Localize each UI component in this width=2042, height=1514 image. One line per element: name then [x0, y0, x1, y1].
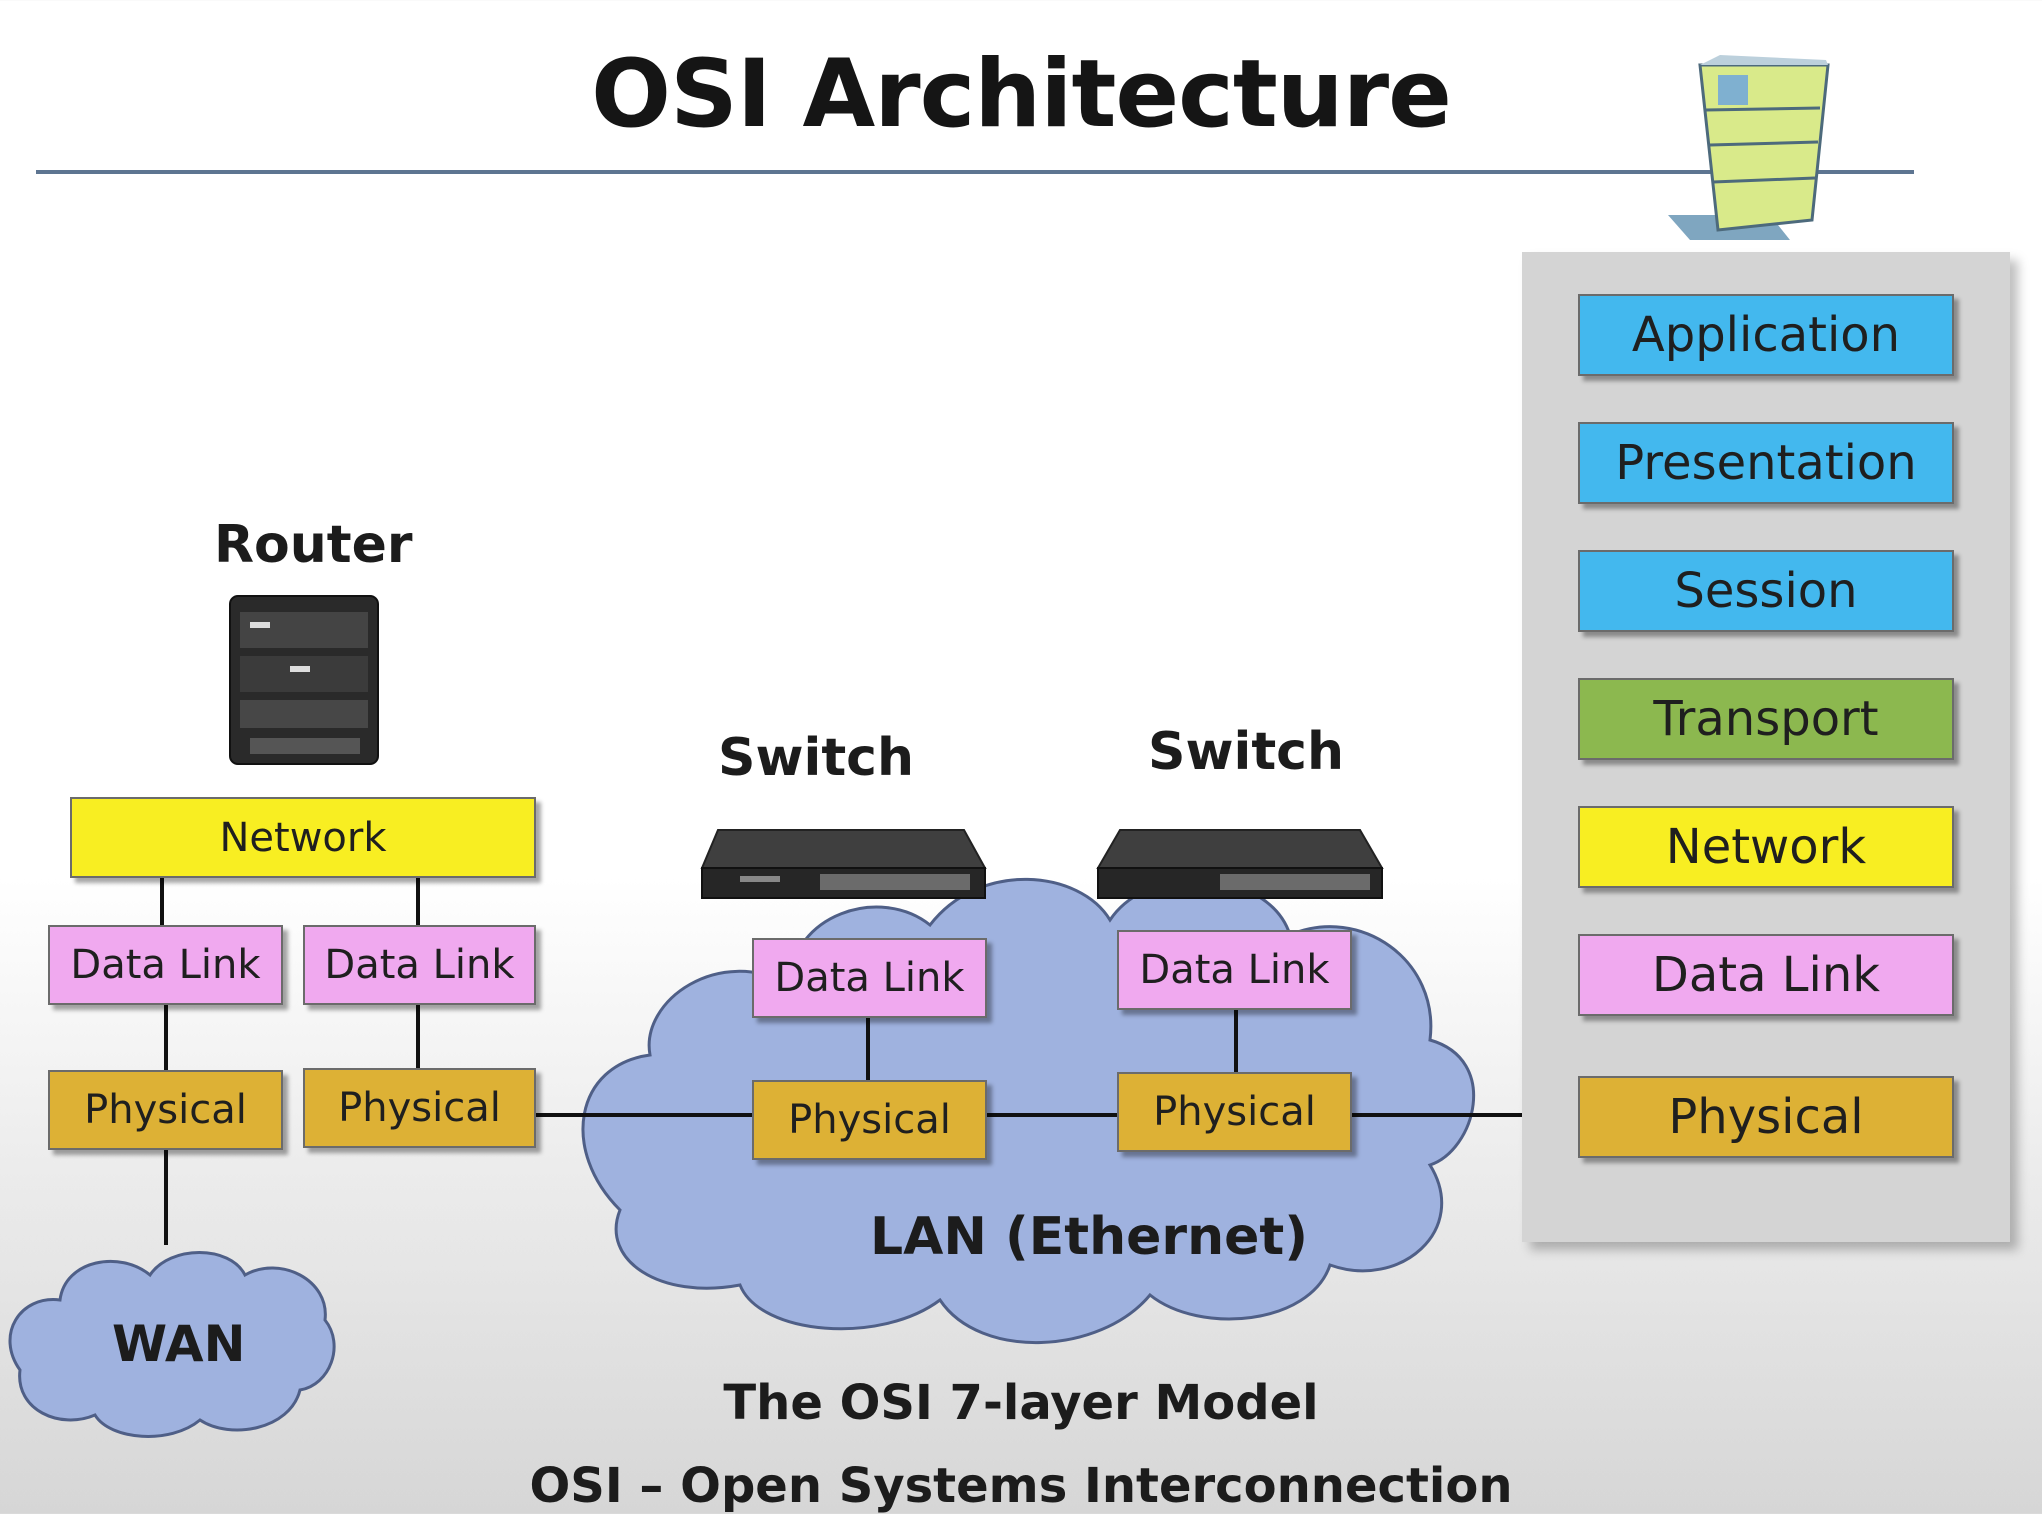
host-network-layer: Network	[1578, 806, 1954, 888]
title-underline	[36, 170, 1914, 174]
server-tower-icon	[1668, 55, 1830, 240]
switch2-heading: Switch	[1148, 722, 1345, 782]
switch-connectors	[866, 1007, 1238, 1085]
host-application-layer: Application	[1578, 294, 1954, 376]
switch2-physical-layer: Physical	[1117, 1072, 1352, 1152]
switch1-datalink-layer: Data Link	[752, 938, 987, 1018]
page-title: OSI Architecture	[591, 40, 1452, 149]
switch1-heading: Switch	[718, 728, 915, 788]
host-session-layer: Session	[1578, 550, 1954, 632]
host-datalink-layer: Data Link	[1578, 934, 1954, 1016]
switch2-device-icon	[1096, 829, 1384, 899]
router-datalink-left: Data Link	[48, 925, 283, 1005]
host-transport-layer: Transport	[1578, 678, 1954, 760]
switch2-datalink-layer: Data Link	[1117, 930, 1352, 1010]
router-device-icon	[229, 595, 379, 765]
router-physical-right: Physical	[303, 1068, 536, 1148]
switch1-physical-layer: Physical	[752, 1080, 987, 1160]
router-connectors	[160, 878, 420, 1245]
lan-cloud-label: LAN (Ethernet)	[870, 1207, 1308, 1267]
router-physical-left: Physical	[48, 1070, 283, 1150]
router-datalink-right: Data Link	[303, 925, 536, 1005]
wan-cloud	[8, 1251, 336, 1438]
host-physical-layer: Physical	[1578, 1076, 1954, 1158]
switch1-device-icon	[700, 829, 987, 899]
router-heading: Router	[214, 515, 413, 575]
wan-cloud-label: WAN	[112, 1315, 246, 1373]
router-network-layer: Network	[70, 797, 536, 878]
host-presentation-layer: Presentation	[1578, 422, 1954, 504]
model-caption: The OSI 7-layer Model	[723, 1375, 1319, 1431]
osi-expansion-caption: OSI – Open Systems Interconnection	[529, 1458, 1513, 1514]
